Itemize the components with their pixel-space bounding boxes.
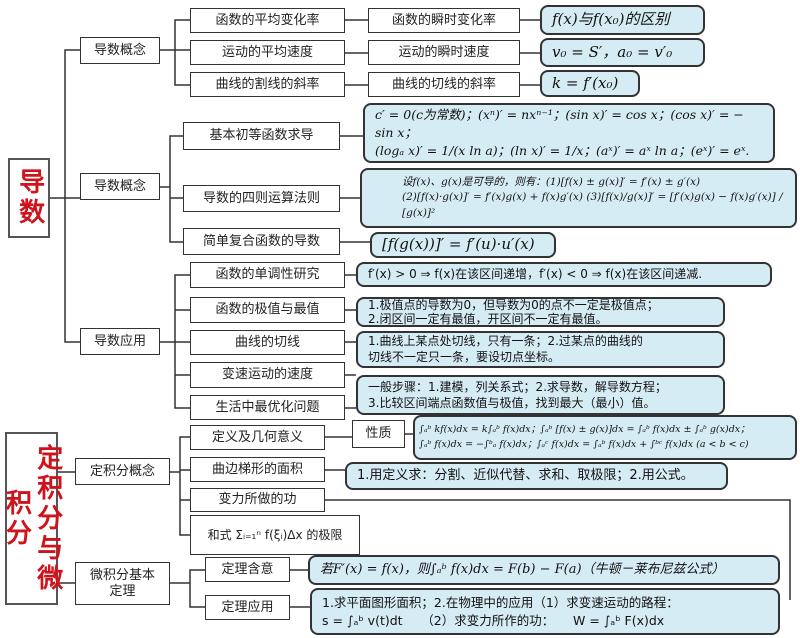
formula-text: f(x)与f(x₀)的区别	[552, 10, 670, 29]
formula-text: [f(g(x))]′ = f′(u)·u′(x)	[382, 235, 535, 254]
node-instant-rate: 函数的瞬时变化率	[368, 8, 520, 33]
node-derivative-application: 导数应用	[80, 328, 160, 355]
node-monotonicity: 函数的单调性研究	[190, 262, 345, 288]
note-line: 1.曲线上某点处切线，只有一条；2.过某点的曲线的	[368, 333, 643, 348]
node-theorem-meaning: 定理含意	[205, 557, 290, 582]
formula-line: (2)[f(x)·g(x)]′ = f′(x)g(x) + f(x)g′(x) …	[402, 191, 783, 219]
formula-line: ∫ₐᵇ kf(x)dx = k∫ₐᵇ f(x)dx；∫ₐᵇ [f(x) ± g(…	[419, 424, 750, 436]
node-arithmetic-rules: 导数的四则运算法则	[183, 185, 340, 212]
formula-line: c′ = 0(c为常数)；(xⁿ)′ = nxⁿ⁻¹；(sin x)′ = co…	[375, 106, 744, 140]
formula-composite: [f(g(x))]′ = f′(u)·u′(x)	[370, 232, 556, 258]
formula-newton-leibniz: 若F′(x) = f(x)，则∫ₐᵇ f(x)dx = F(b) − F(a)（…	[308, 555, 780, 585]
node-theorem-application: 定理应用	[205, 595, 290, 620]
note-line: s = ∫ₐᵇ v(t)dt （2）求变力所作的功： W = ∫ₐᵇ F(x)d…	[322, 612, 665, 628]
note-line: 切线不一定只一条，要设切点坐标。	[368, 349, 561, 364]
note-optimization: 一般步骤：1.建模，列关系式；2.求导数，解导数方程； 3.比较区间端点函数值与…	[356, 375, 725, 415]
node-basic-derivatives: 基本初等函数求导	[183, 122, 340, 150]
note-text: 1.用定义求：分割、近似代替、求和、取极限；2.用公式。	[357, 467, 694, 483]
node-derivative-concept-b: 导数概念	[80, 173, 160, 200]
note-area: 1.用定义求：分割、近似代替、求和、取极限；2.用公式。	[345, 462, 728, 490]
formula-text: v₀ = S′，a₀ = v′₀	[552, 42, 673, 61]
formula-derivative-difference: f(x)与f(x₀)的区别	[540, 5, 705, 35]
node-definition: 定义及几何意义	[190, 425, 325, 450]
node-average-rate: 函数的平均变化率	[190, 8, 345, 33]
node-average-velocity: 运动的平均速度	[190, 40, 345, 65]
note-line: 一般步骤：1.建模，列关系式；2.求导数，解导数方程；	[368, 379, 667, 394]
node-variable-velocity: 变速运动的速度	[190, 362, 345, 388]
formula-line: ∫ₐᵇ f(x)dx = −∫ᵇₐ f(x)dx；∫ₐᶜ f(x)dx = ∫ₐ…	[419, 438, 749, 450]
node-secant-slope: 曲线的割线的斜率	[190, 72, 345, 97]
formula-text: k = f′(x₀)	[552, 73, 619, 92]
node-derivative-concept-a: 导数概念	[80, 37, 160, 64]
formula-text: 若F′(x) = f(x)，则∫ₐᵇ f(x)dx = F(b) − F(a)（…	[320, 561, 725, 577]
node-riemann-sum: 和式 Σᵢ₌₁ⁿ f(ξᵢ)Δx 的极限	[190, 515, 360, 555]
node-instant-velocity: 运动的瞬时速度	[368, 40, 520, 65]
node-tangent-slope: 曲线的切线的斜率	[368, 72, 520, 97]
node-composite-derivative: 简单复合函数的导数	[183, 228, 340, 255]
node-work: 变力所做的功	[190, 488, 325, 512]
node-optimization: 生活中最优化问题	[190, 395, 345, 420]
note-line: 1.求平面图形面积；2.在物理中的应用（1）求变速运动的路程：	[322, 595, 679, 610]
node-extremum: 函数的极值与最值	[190, 297, 345, 323]
formula-text: f′(x) > 0 ⇒ f(x)在该区间递增，f′(x) < 0 ⇒ f(x)在…	[368, 266, 703, 281]
note-line: 1.极值点的导数为0，但导数为0的点不一定是极值点；	[368, 297, 659, 312]
formula-arithmetic-rules: 设f(x)、g(x)是可导的，则有：(1)[f(x) ± g(x)]′ = f′…	[360, 168, 797, 228]
formula-basic-derivatives: c′ = 0(c为常数)；(xⁿ)′ = nxⁿ⁻¹；(sin x)′ = co…	[363, 103, 775, 163]
node-fundamental-theorem: 微积分基本定理	[75, 562, 170, 605]
note-extremum: 1.极值点的导数为0，但导数为0的点不一定是极值点； 2.闭区间一定有最值，开区…	[356, 297, 725, 327]
title-integral: 定积分与微积分	[2, 432, 63, 605]
node-integral-concept: 定积分概念	[75, 458, 170, 485]
node-properties: 性质	[352, 420, 405, 448]
formula-line: 设f(x)、g(x)是可导的，则有：(1)[f(x) ± g(x)]′ = f′…	[402, 176, 701, 189]
formula-velocity: v₀ = S′，a₀ = v′₀	[540, 38, 705, 67]
node-curved-trapezoid: 曲边梯形的面积	[190, 457, 325, 482]
title-derivative: 导数	[8, 158, 50, 238]
formula-properties: ∫ₐᵇ kf(x)dx = k∫ₐᵇ f(x)dx；∫ₐᵇ [f(x) ± g(…	[413, 415, 797, 460]
formula-slope: k = f′(x₀)	[540, 70, 640, 97]
note-theorem-application: 1.求平面图形面积；2.在物理中的应用（1）求变速运动的路程： s = ∫ₐᵇ …	[310, 588, 780, 635]
note-tangent: 1.曲线上某点处切线，只有一条；2.过某点的曲线的 切线不一定只一条，要设切点坐…	[356, 331, 725, 368]
note-line: 2.闭区间一定有最值，开区间不一定有最值。	[368, 312, 608, 326]
formula-monotonicity: f′(x) > 0 ⇒ f(x)在该区间递增，f′(x) < 0 ⇒ f(x)在…	[356, 262, 772, 287]
node-tangent-line: 曲线的切线	[190, 330, 345, 355]
formula-line: (logₐ x)′ = 1/(x ln a)；(ln x)′ = 1/x；(aˣ…	[375, 143, 750, 159]
note-line: 3.比较区间端点函数值与极值，找到最大（最小）值。	[368, 396, 656, 410]
